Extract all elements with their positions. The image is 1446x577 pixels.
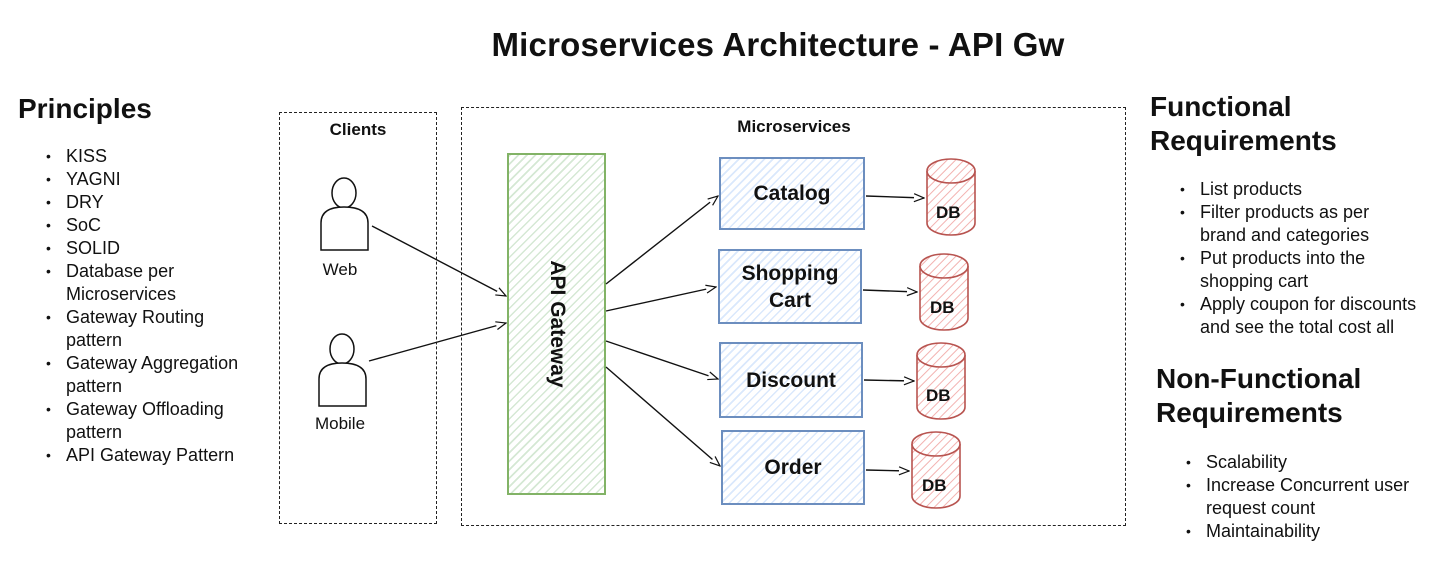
discount-db-icon xyxy=(916,342,966,420)
gateway-to-order-arrow xyxy=(605,366,720,466)
clients-group xyxy=(279,112,437,524)
principle-item: DRY xyxy=(46,191,276,214)
gateway-to-catalog-arrow xyxy=(605,196,718,285)
discount-to-db-arrow xyxy=(863,380,914,381)
mobile-client-label: Mobile xyxy=(314,414,366,433)
gateway-to-cart-arrow xyxy=(605,287,716,312)
order-db-label: DB xyxy=(922,476,947,495)
mobile-user-icon xyxy=(318,333,367,407)
shopping-cart-db-icon xyxy=(919,253,969,331)
catalog-service: Catalog xyxy=(719,157,865,230)
diagram-title: Microservices Architecture - API Gw xyxy=(491,26,1065,63)
principle-item: SOLID xyxy=(46,237,276,260)
order-db-icon xyxy=(911,431,961,509)
principles-heading: Principles xyxy=(18,93,152,124)
principle-item: YAGNI xyxy=(46,168,276,191)
non-functional-item: Scalability xyxy=(1186,451,1446,474)
web-client-label: Web xyxy=(322,260,358,279)
clients-label: Clients xyxy=(329,120,387,139)
catalog-db-label: DB xyxy=(936,203,961,222)
non-functional-item: Maintainability xyxy=(1186,520,1446,543)
discount-service: Discount xyxy=(719,342,863,418)
shopping-cart-service: Shopping Cart xyxy=(718,249,862,324)
principle-item: KISS xyxy=(46,145,276,168)
catalog-db-icon xyxy=(926,158,976,236)
order-to-db-arrow xyxy=(865,470,909,471)
functional-item: List products xyxy=(1180,178,1446,201)
discount-db-label: DB xyxy=(926,386,951,405)
principle-item: SoC xyxy=(46,214,276,237)
gateway-to-discount-arrow xyxy=(605,340,718,379)
web-user-icon xyxy=(320,177,369,251)
microservices-group xyxy=(461,107,1126,526)
cart-to-db-arrow xyxy=(862,290,917,292)
catalog-to-db-arrow xyxy=(865,196,924,198)
principles-list: KISS YAGNI DRY SoC SOLID Database perMic… xyxy=(46,145,276,467)
order-service: Order xyxy=(721,430,865,505)
mobile-to-gateway-arrow xyxy=(368,323,506,362)
api-gateway-box: API Gateway xyxy=(507,153,606,495)
non-functional-list: Scalability Increase Concurrent userrequ… xyxy=(1186,451,1446,543)
shopping-cart-db-label: DB xyxy=(930,298,955,317)
microservices-label: Microservices xyxy=(737,117,851,136)
functional-list: List products Filter products as perbran… xyxy=(1180,178,1446,339)
principle-item: API Gateway Pattern xyxy=(46,444,276,467)
web-to-gateway-arrow xyxy=(371,225,506,296)
